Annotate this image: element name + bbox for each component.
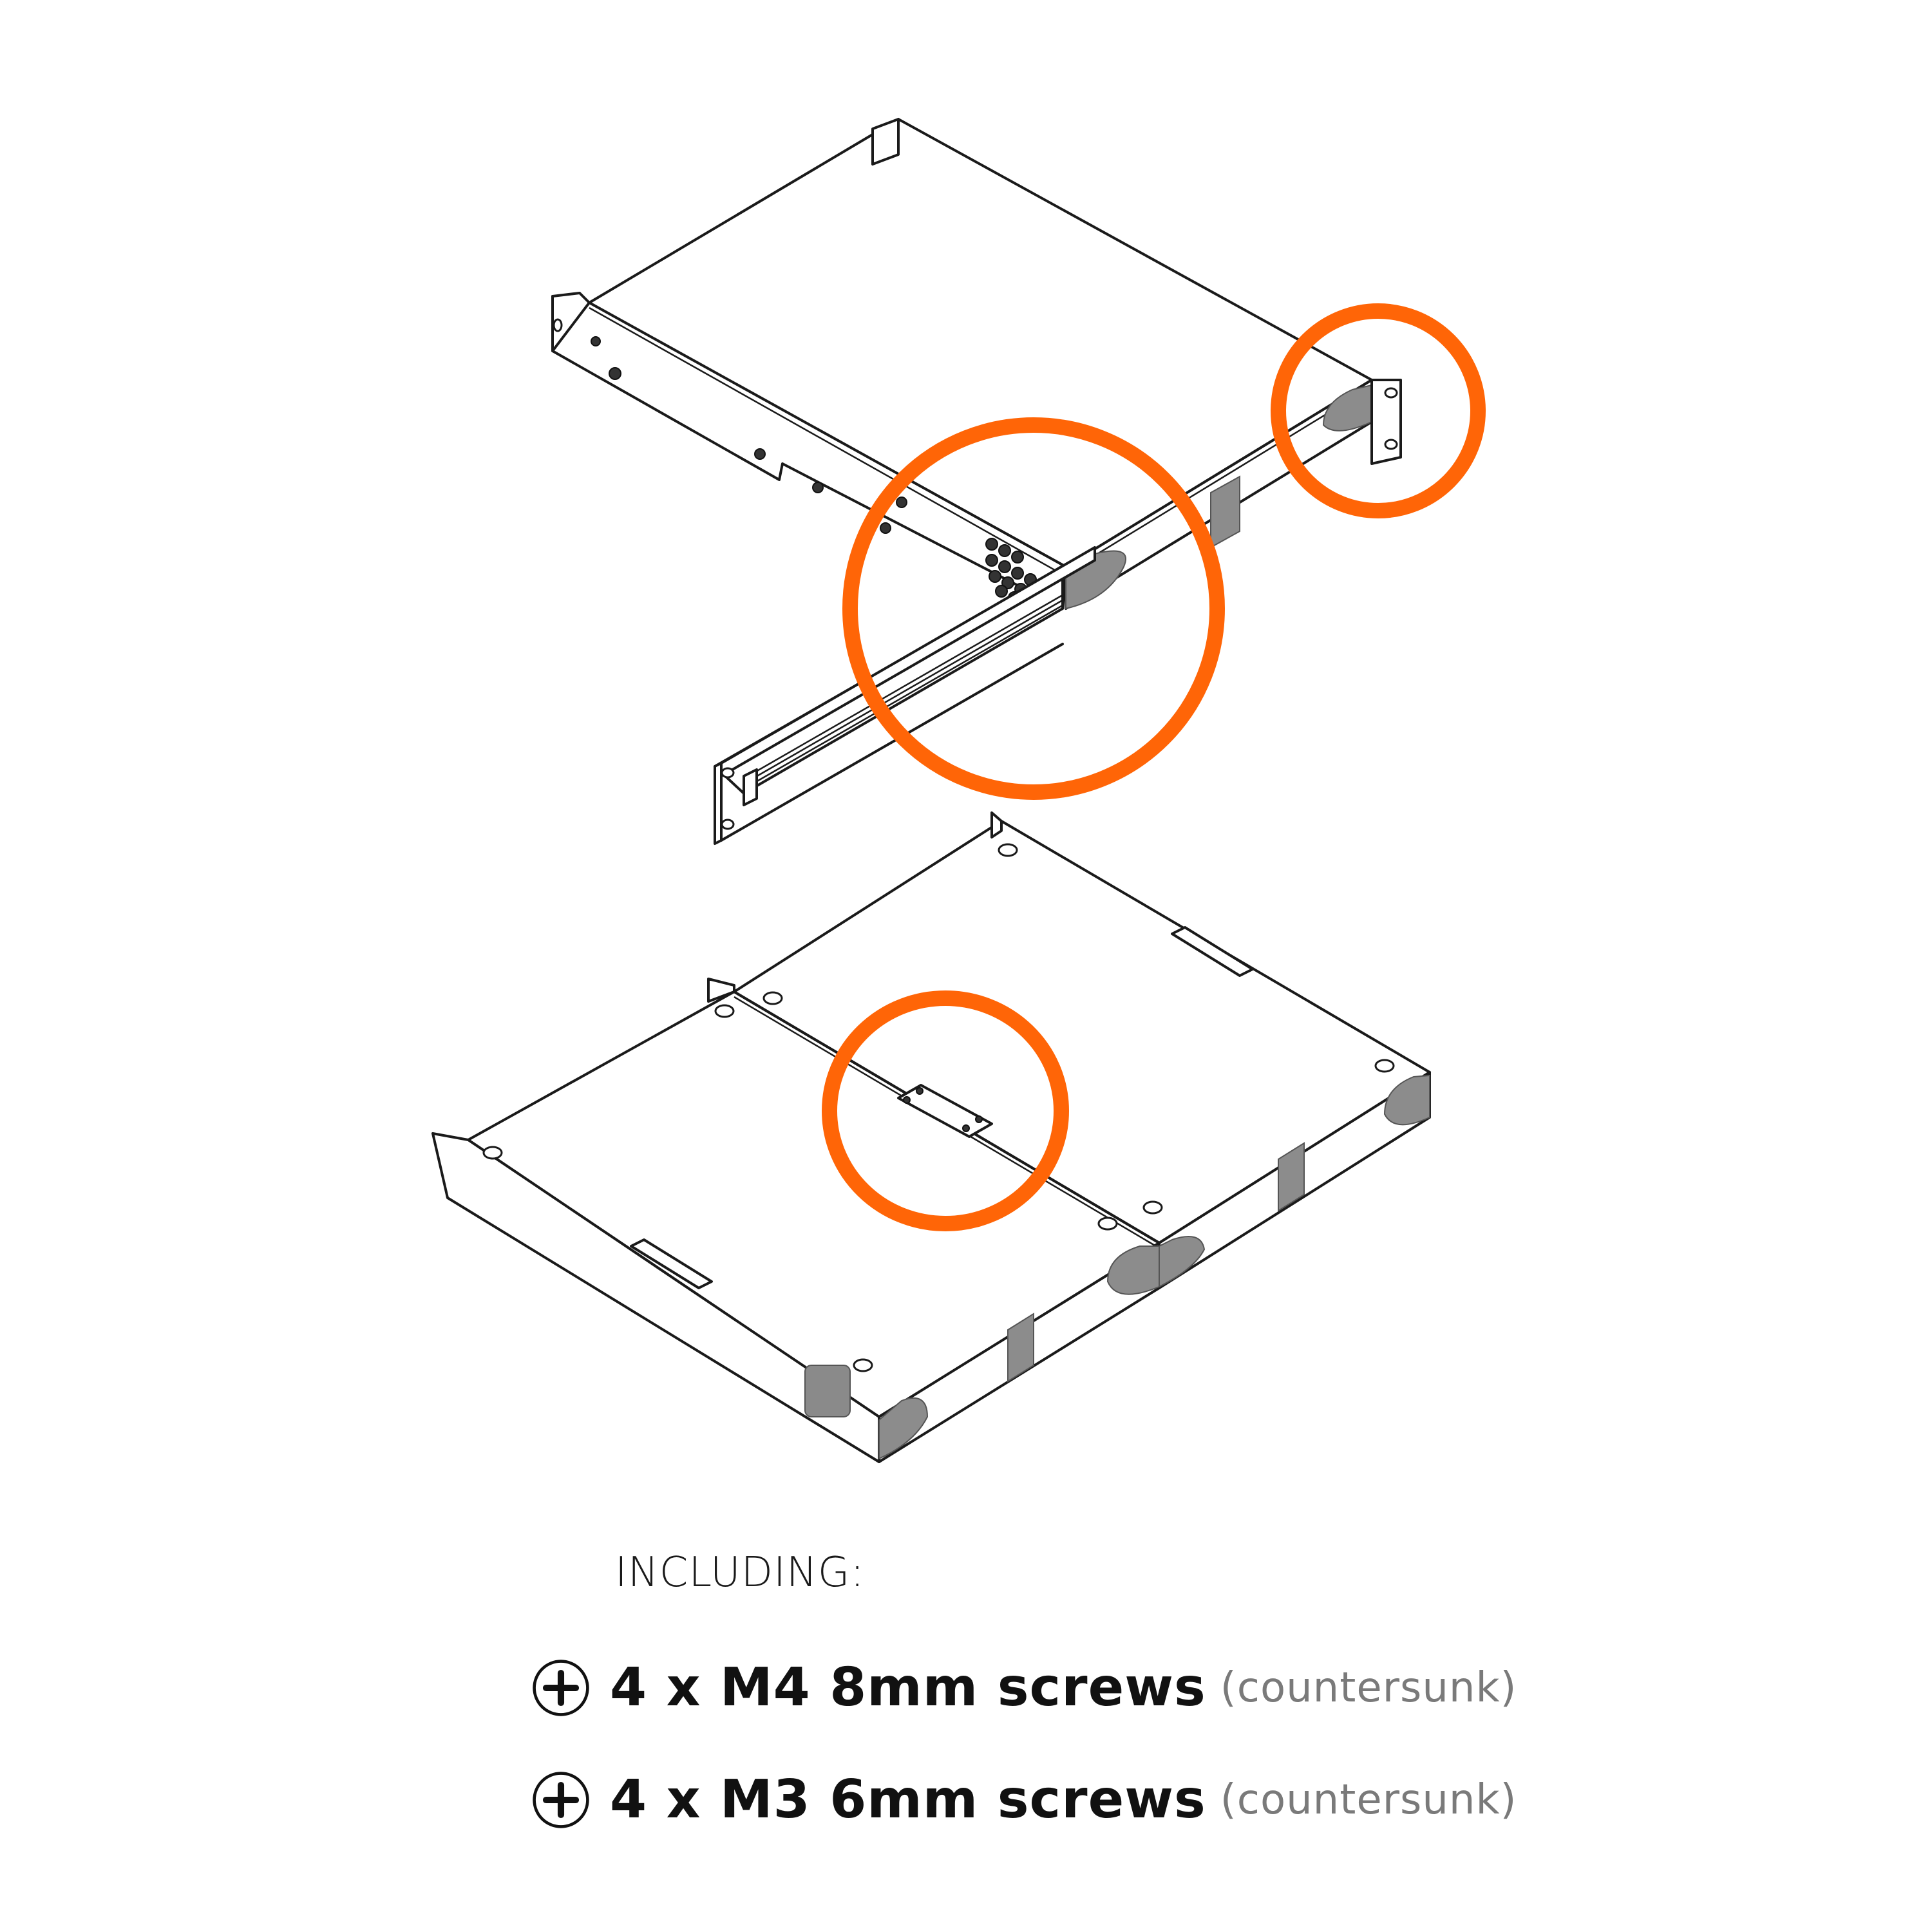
part-item: 4 x M3 6mm screws (countersunk)	[531, 1769, 1517, 1830]
top-unit	[551, 118, 1402, 845]
joining-plate	[897, 1084, 993, 1138]
bottom-units	[431, 811, 1431, 1463]
part-note: (countersunk)	[1220, 1776, 1517, 1824]
front-shade	[1322, 384, 1372, 431]
phillips-screw-icon	[533, 1659, 589, 1716]
top-unit-lid	[588, 118, 1373, 568]
extended-rack-rail	[714, 546, 1096, 845]
phillips-screw-icon	[533, 1771, 589, 1828]
callout-joining-plate	[822, 990, 1069, 1231]
side-screw	[609, 367, 621, 380]
side-screw	[880, 522, 891, 534]
part-description: 4 x M3 6mm screws	[610, 1769, 1206, 1830]
left-rack-ear	[551, 292, 591, 352]
side-screw	[896, 497, 907, 508]
side-screw	[754, 448, 766, 460]
right-rack-ear	[1370, 379, 1402, 465]
part-note: (countersunk)	[1220, 1663, 1517, 1712]
part-description: 4 x M4 8mm screws	[610, 1657, 1206, 1718]
side-plate	[1171, 926, 1254, 977]
side-plate	[630, 1238, 713, 1289]
status-panel	[1210, 475, 1240, 549]
vent-grid	[804, 1365, 851, 1417]
callout-front-rail-joint	[842, 417, 1225, 800]
side-screw	[591, 336, 601, 346]
side-screw	[812, 482, 824, 493]
status-panel	[1278, 1142, 1305, 1212]
part-item: 4 x M4 8mm screws (countersunk)	[531, 1657, 1517, 1718]
status-panel	[1007, 1312, 1034, 1383]
callout-rack-ear	[1271, 303, 1486, 518]
left-side-panel	[551, 295, 1067, 610]
parts-heading: INCLUDING:	[615, 1549, 865, 1596]
back-ear	[871, 118, 900, 166]
